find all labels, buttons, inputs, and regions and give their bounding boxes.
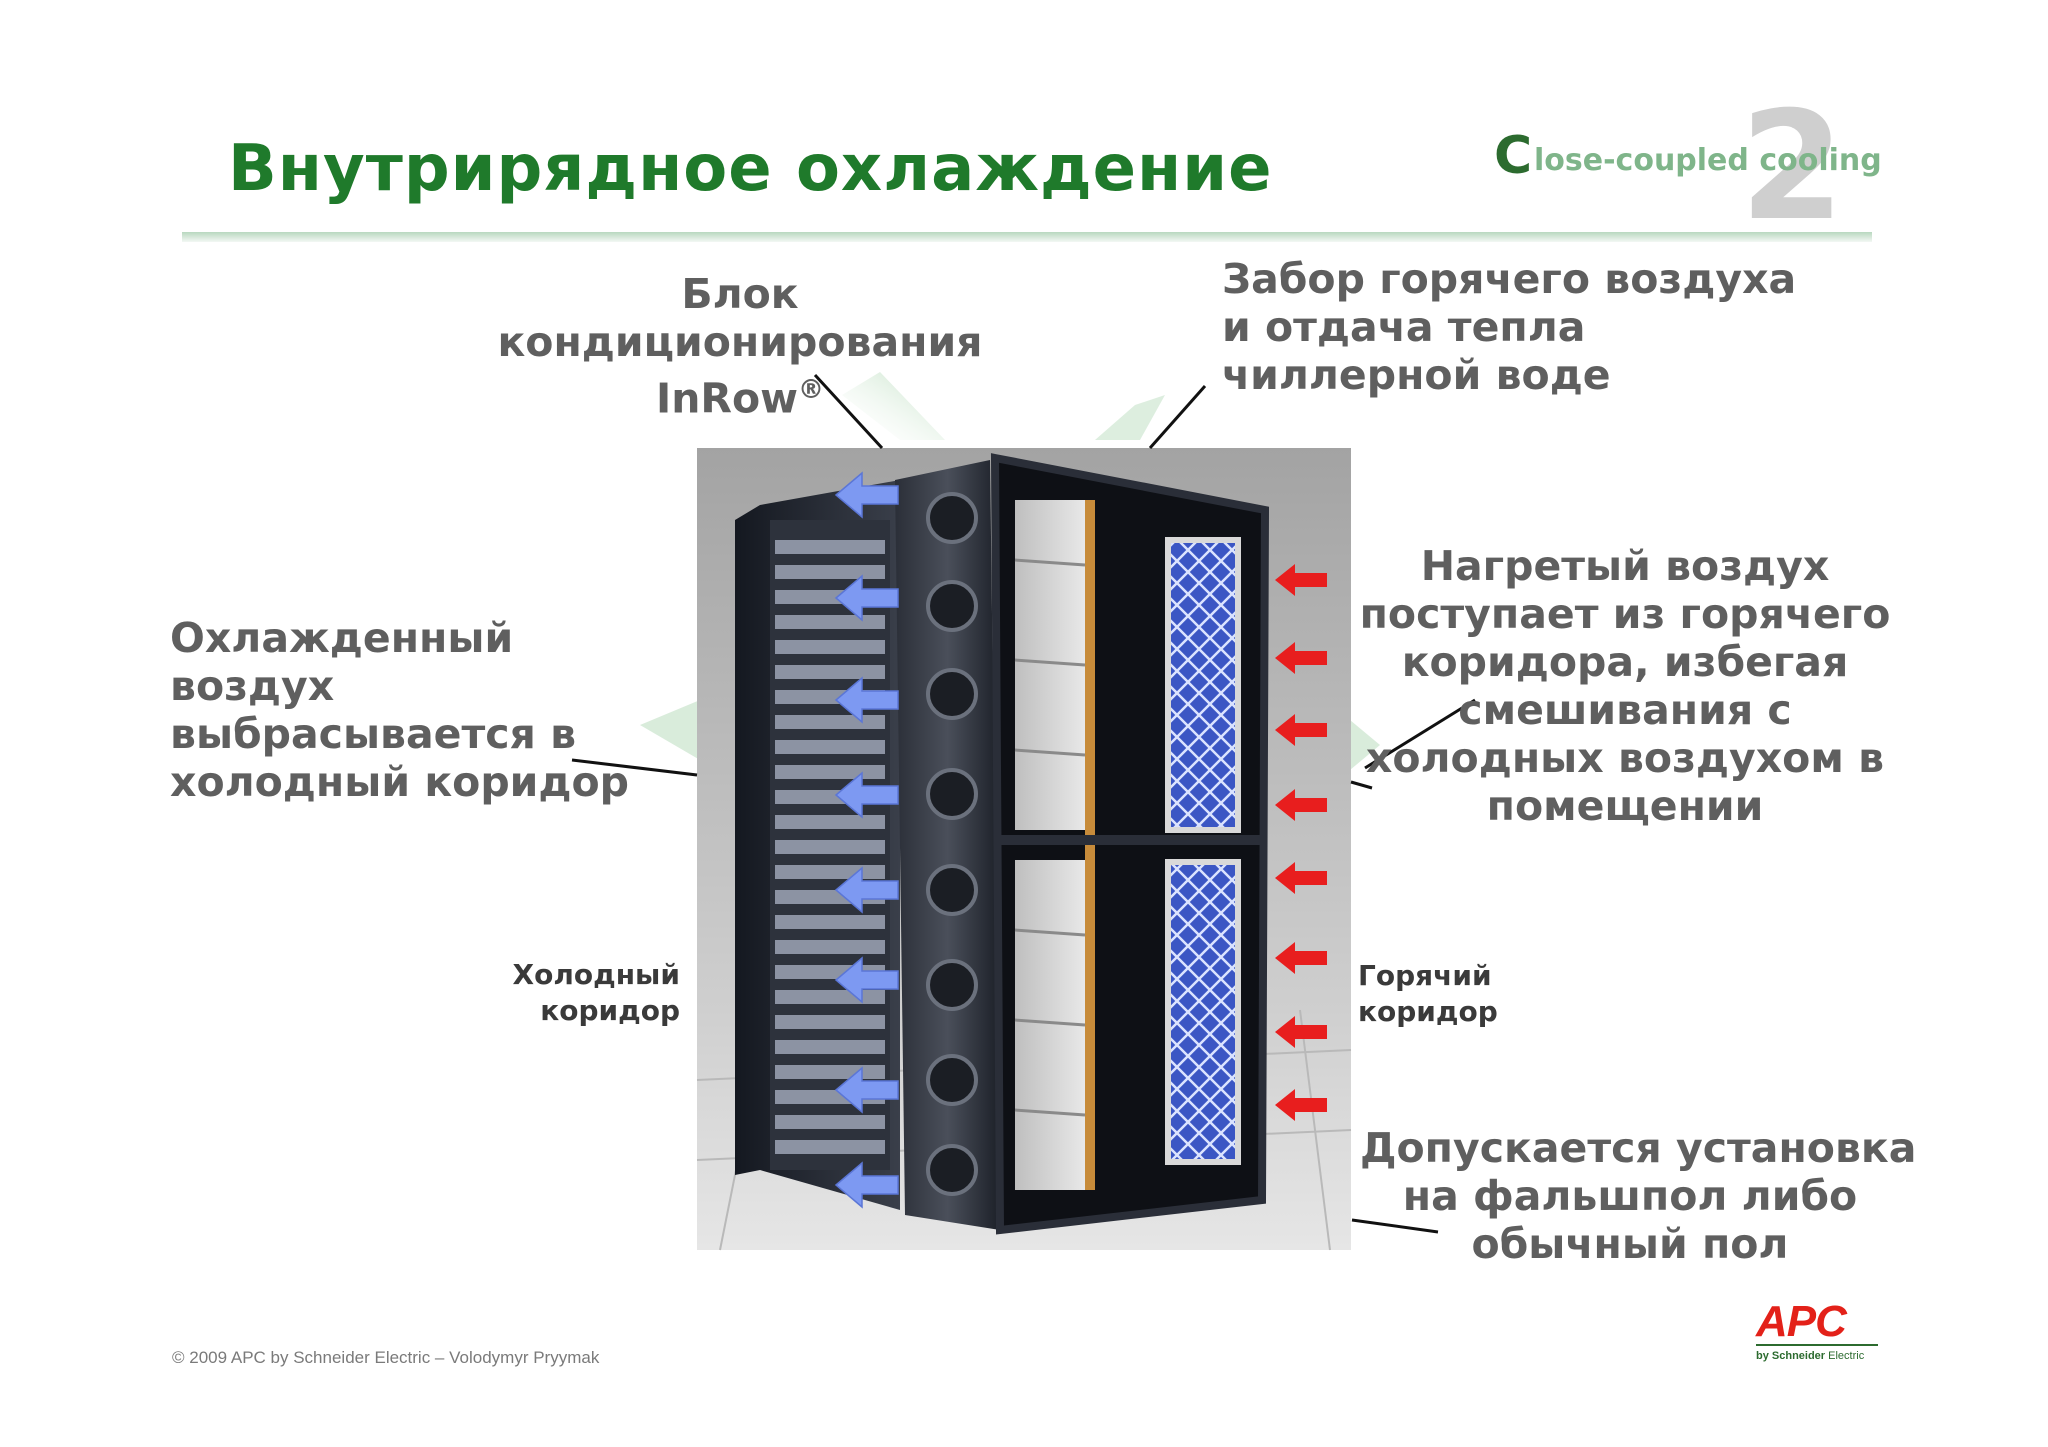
label-inrow-line2: кондиционирования	[497, 318, 983, 366]
airflow-hint-top-left	[842, 372, 945, 440]
label-heated-air: Нагретый воздух поступает из горячего ко…	[1359, 542, 1891, 830]
apc-logo: APC by Schneider Electric	[1752, 1300, 1882, 1364]
label-floor-installation: Допускается установка на фальшпол либо о…	[1360, 1124, 1917, 1268]
label-inrow-line1: Блок	[681, 270, 799, 318]
airflow-hint-left	[640, 700, 700, 760]
airflow-hint-top-right	[1095, 395, 1165, 440]
airflow-hint-right	[1350, 720, 1380, 770]
logo-number: 2	[1740, 80, 1845, 254]
label-inrow-unit: Блок кондиционирования InRow®	[480, 270, 1000, 423]
inrow-unit	[895, 453, 1270, 1235]
label-cooled-air: Охлажденный воздух выбрасывается в холод…	[170, 614, 630, 806]
filter-lower	[1165, 859, 1241, 1165]
logo-text: lose-coupled cooling	[1534, 143, 1882, 178]
close-coupled-cooling-logo: 2 C lose-coupled cooling	[1490, 92, 1882, 242]
logo-big-letter: C	[1494, 126, 1533, 186]
label-hot-air-intake: Забор горячего воздуха и отдача тепла чи…	[1222, 255, 1797, 399]
title-divider	[182, 232, 1872, 242]
apc-logo-subtitle: by Schneider Electric	[1756, 1350, 1865, 1362]
leader-lines	[571, 373, 1476, 1234]
page-title: Внутрирядное охлаждение	[228, 132, 1273, 206]
label-cold-aisle: Холодный коридор	[512, 958, 680, 1027]
footer-copyright: © 2009 APC by Schneider Electric – Volod…	[172, 1348, 600, 1367]
apc-logo-rule	[1756, 1344, 1878, 1346]
filter-upper	[1165, 537, 1241, 833]
label-hot-aisle: Горячий коридор	[1358, 959, 1498, 1028]
label-inrow-line3: InRow®	[655, 374, 825, 423]
apc-logo-text: APC	[1756, 1297, 1847, 1346]
